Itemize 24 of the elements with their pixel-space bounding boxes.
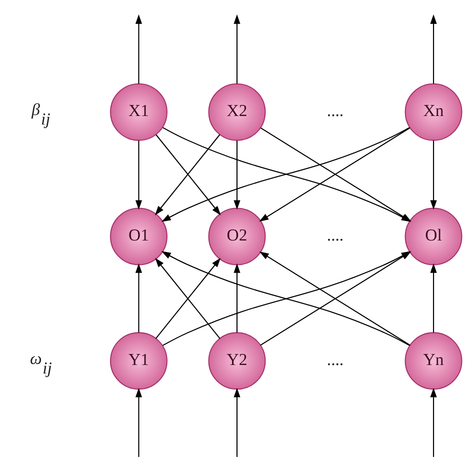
node-circle: O2 xyxy=(208,208,266,266)
arrow xyxy=(234,140,240,210)
arrow xyxy=(135,263,142,332)
node-circle: Yn xyxy=(404,332,462,390)
node-circle: O1 xyxy=(110,208,168,266)
node-circle: Ol xyxy=(404,208,462,266)
arrow xyxy=(430,263,437,332)
arrow xyxy=(430,388,437,457)
arrow xyxy=(135,388,142,457)
arrow xyxy=(234,14,240,84)
node-circle: X1 xyxy=(110,83,168,141)
label: .... xyxy=(326,225,344,244)
node-circle: X2 xyxy=(208,83,266,141)
node-circle: Y1 xyxy=(110,332,168,390)
arrow xyxy=(430,140,437,210)
arrow xyxy=(234,388,240,457)
arrow xyxy=(430,14,437,84)
arrow xyxy=(135,140,142,210)
node-circle: Y2 xyxy=(208,332,266,390)
label: .... xyxy=(326,101,344,120)
node-circle: Xn xyxy=(404,83,462,141)
arrow xyxy=(234,263,240,332)
label: .... xyxy=(326,350,344,369)
arrow xyxy=(135,14,142,84)
